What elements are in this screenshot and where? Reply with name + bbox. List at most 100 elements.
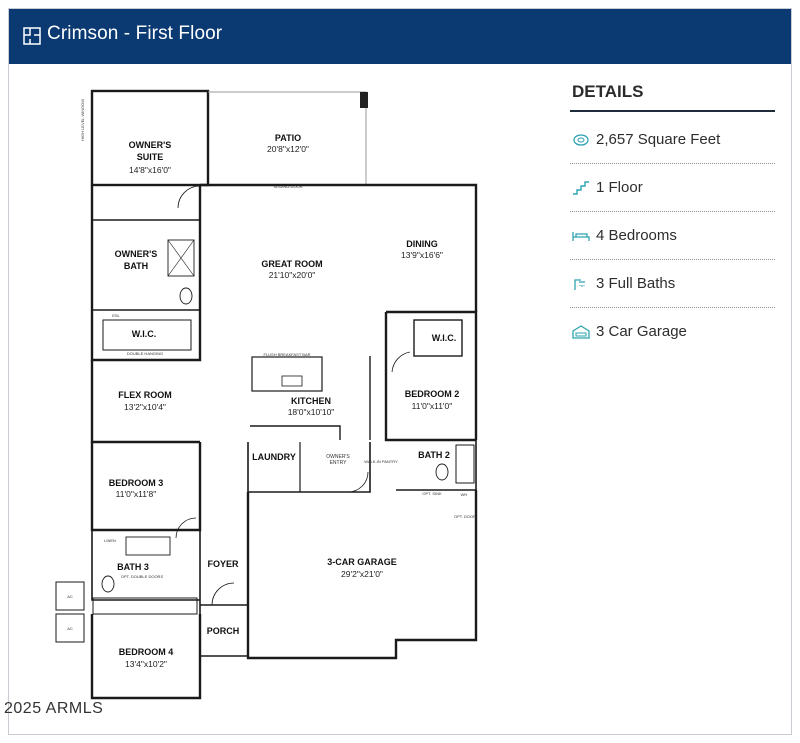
double-hanging-label: DOUBLE HANGING — [127, 351, 163, 356]
owners-bath-toilet — [179, 287, 193, 305]
owners-entry-label-2: ENTRY — [330, 460, 348, 466]
car-icon — [572, 324, 590, 339]
detail-square-feet-label: 2,657 Square Feet — [596, 131, 721, 148]
page-frame — [8, 8, 792, 735]
ac-label-1: AC — [67, 594, 73, 599]
owners-suite-label-2: SUITE — [137, 152, 164, 162]
bath-2-tub — [455, 444, 475, 484]
stairs-icon — [573, 180, 589, 195]
bath-2-label: BATH 2 — [418, 450, 450, 460]
bath-2-toilet — [435, 463, 449, 481]
details-panel: DETAILS 2,657 Square Feet 1 Floor 4 Bedr… — [570, 82, 775, 355]
wic-shelving — [102, 319, 192, 351]
detail-floors: 1 Floor — [570, 164, 775, 212]
wall-bath-dividers — [92, 219, 200, 311]
bedroom-4-label: BEDROOM 4 — [119, 647, 174, 657]
flex-room-dims: 13'2"x10'4" — [124, 402, 166, 412]
dining-label: DINING — [406, 239, 438, 249]
dining-dims: 13'9"x16'6" — [401, 250, 443, 260]
wall-foyer — [199, 442, 248, 698]
foyer-label: FOYER — [207, 559, 239, 569]
header-bar: Crimson - First Floor — [9, 9, 791, 64]
door-owners-suite — [177, 185, 201, 209]
wall-great-room — [200, 183, 478, 312]
detail-baths-label: 3 Full Baths — [596, 275, 676, 292]
bath-3-tub — [125, 536, 171, 556]
kitchen-island — [251, 356, 323, 392]
bedroom-2-label: BEDROOM 2 — [405, 389, 460, 399]
owners-bath-label: OWNER'S — [115, 249, 158, 259]
owners-entry-label: OWNER'S — [326, 454, 350, 460]
patio-label: PATIO — [275, 133, 301, 143]
shower-icon — [574, 278, 585, 290]
door-bedroom-3 — [175, 517, 197, 539]
detail-bedrooms-label: 4 Bedrooms — [596, 227, 677, 244]
details-heading: DETAILS — [572, 82, 644, 101]
bath-3-label: BATH 3 — [117, 562, 149, 572]
opt-sink-label: OPT. SINK — [422, 491, 442, 496]
ac-pad-1 — [55, 581, 85, 611]
bath-3-toilet — [101, 575, 115, 593]
esl-label: ESL — [112, 313, 120, 318]
great-room-dims: 21'10"x20'0" — [269, 270, 316, 280]
pantry-label: WALK-IN PANTRY — [364, 459, 398, 464]
owners-bath-label-2: BATH — [124, 261, 148, 271]
garage-label: 3-CAR GARAGE — [327, 557, 397, 567]
page-title: Crimson - First Floor — [47, 23, 223, 44]
wall-owners-suite — [90, 89, 210, 187]
laundry-label: LAUNDRY — [252, 452, 296, 462]
shower-cross — [167, 239, 195, 277]
porch-label: PORCH — [207, 626, 240, 636]
patio-post — [360, 92, 368, 108]
wall-bath-3 — [91, 530, 200, 601]
ac-pad-2 — [55, 613, 85, 643]
detail-floors-label: 1 Floor — [596, 179, 643, 196]
bedroom-3-dims: 11'0"x11'8" — [116, 489, 157, 499]
garage-dims: 29'2"x21'0" — [341, 569, 383, 579]
wic-bed2 — [413, 319, 463, 357]
owners-shower — [167, 239, 195, 277]
wh-label: WH — [461, 492, 468, 497]
wall-flex-room — [90, 360, 200, 444]
patio-dims: 20'8"x12'0" — [267, 144, 309, 154]
kitchen-label: KITCHEN — [291, 396, 331, 406]
breakfast-bar-label: FLUSH BREAKFAST BAR — [263, 352, 310, 357]
detail-garage: 3 Car Garage — [570, 308, 775, 355]
opt-door-label: OPT. DOOR — [454, 514, 476, 519]
details-rule — [570, 110, 775, 112]
detail-baths: 3 Full Baths — [570, 260, 775, 308]
kitchen-counter — [250, 425, 341, 440]
copyright-watermark: 2025 ARMLS — [4, 700, 104, 717]
wall-laundry — [247, 442, 371, 493]
owners-suite-label: OWNER'S — [129, 140, 172, 150]
detail-garage-label: 3 Car Garage — [596, 323, 687, 340]
door-owners-entry — [347, 471, 369, 493]
ac-label-2: AC — [67, 626, 73, 631]
bed-icon — [572, 231, 590, 241]
high-window-label: HIGH LEVEL WINDOW — [80, 99, 85, 141]
detail-bedrooms: 4 Bedrooms — [570, 212, 775, 260]
door-foyer — [211, 582, 235, 606]
square-feet-icon — [573, 133, 589, 146]
door-bedroom-2 — [391, 351, 411, 373]
owners-wic-label: W.I.C. — [132, 329, 157, 339]
kitchen-dims: 18'0"x10'10" — [288, 407, 335, 417]
bedroom-4-dims: 13'4"x10'2" — [125, 659, 167, 669]
wall-bath-2 — [396, 439, 477, 491]
kitchen-sink — [281, 375, 303, 387]
wall-owners-bath — [90, 185, 202, 362]
bedroom-3-label: BEDROOM 3 — [109, 478, 164, 488]
sliding-door-label: SLIDING DOOR — [273, 184, 302, 189]
detail-square-feet: 2,657 Square Feet — [570, 116, 775, 164]
bath-3-counter — [92, 597, 198, 615]
owners-suite-dims: 14'8"x16'0" — [129, 165, 171, 175]
bed2-wic-label: W.I.C. — [432, 333, 457, 343]
floorplan-icon — [23, 27, 41, 45]
great-room-label: GREAT ROOM — [261, 259, 322, 269]
linen-label: LINEN — [104, 538, 116, 543]
double-doors-label: OPT. DOUBLE DOORS — [121, 574, 164, 579]
wall-garage — [246, 490, 478, 660]
bedroom-2-dims: 11'0"x11'0" — [412, 401, 453, 411]
flex-room-label: FLEX ROOM — [118, 390, 172, 400]
